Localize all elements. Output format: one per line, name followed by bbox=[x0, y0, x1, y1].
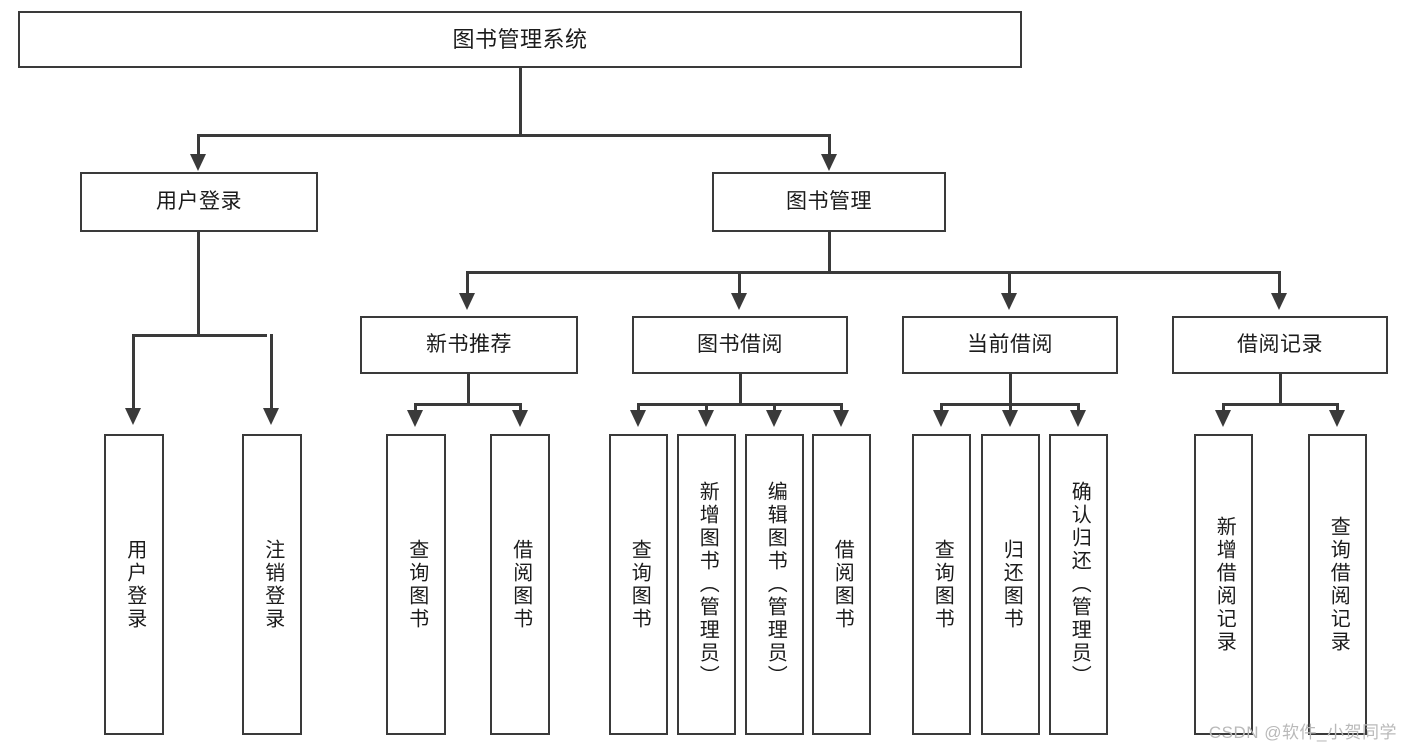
node-label: 借阅记录 bbox=[1237, 332, 1323, 356]
arrowhead-leaf-book-borrow-2 bbox=[766, 410, 782, 427]
connector-drop-leaf-book-borrow-2 bbox=[773, 403, 776, 413]
connector-new-book-bar bbox=[414, 403, 522, 406]
leaf-borrow-record-1[interactable]: 查询借阅记录 bbox=[1308, 434, 1367, 735]
node-label: 当前借阅 bbox=[967, 332, 1053, 356]
arrowhead-leaf-book-borrow-3 bbox=[833, 410, 849, 427]
connector-drop-leaf-current-borrow-1 bbox=[1009, 403, 1012, 413]
connector-book-borrow-bar bbox=[637, 403, 843, 406]
arrowhead-leaf-book-borrow-0 bbox=[630, 410, 646, 427]
connector-level1-bar bbox=[197, 134, 831, 137]
leaf-user-login-1[interactable]: 注销登录 bbox=[242, 434, 302, 735]
node-label: 图书管理系统 bbox=[452, 26, 588, 52]
leaf-borrow-record-0[interactable]: 新增借阅记录 bbox=[1194, 434, 1253, 735]
arrowhead-leaf-new-book-1 bbox=[512, 410, 528, 427]
leaf-current-borrow-2[interactable]: 确认归还（管理员） bbox=[1049, 434, 1108, 735]
node-label: 归还图书 bbox=[1000, 538, 1023, 631]
connector-user-login-bar bbox=[132, 334, 267, 337]
leaf-book-borrow-3[interactable]: 借阅图书 bbox=[812, 434, 871, 735]
connector-borrow-record-stem bbox=[1279, 374, 1282, 405]
arrowhead-level3-0 bbox=[459, 293, 475, 310]
connector-root-stem bbox=[519, 68, 522, 135]
connector-borrow-record-bar bbox=[1222, 403, 1339, 406]
leaf-current-borrow-0[interactable]: 查询图书 bbox=[912, 434, 971, 735]
node-label: 用户登录 bbox=[123, 538, 146, 631]
node-label: 注销登录 bbox=[261, 538, 284, 631]
arrowhead-level3-1 bbox=[731, 293, 747, 310]
connector-drop-leaf-current-borrow-2 bbox=[1077, 403, 1080, 413]
arrowhead-book-manage bbox=[821, 154, 837, 171]
leaf-new-book-recommend-1[interactable]: 借阅图书 bbox=[490, 434, 550, 735]
connector-drop-leaf-book-borrow-1 bbox=[705, 403, 708, 413]
arrowhead-leaf-current-borrow-0 bbox=[933, 410, 949, 427]
arrowhead-leaf-user-login-0 bbox=[125, 408, 141, 425]
node-book-management[interactable]: 图书管理 bbox=[712, 172, 946, 232]
connector-user-login-stem bbox=[197, 232, 200, 336]
node-label: 查询借阅记录 bbox=[1327, 515, 1350, 654]
node-label: 查询图书 bbox=[405, 538, 428, 631]
connector-drop-level3-3 bbox=[1278, 271, 1281, 295]
node-label: 用户登录 bbox=[156, 189, 242, 213]
node-user-login[interactable]: 用户登录 bbox=[80, 172, 318, 232]
arrowhead-leaf-borrow-record-0 bbox=[1215, 410, 1231, 427]
node-label: 查询图书 bbox=[931, 538, 954, 631]
node-book-borrow[interactable]: 图书借阅 bbox=[632, 316, 848, 374]
node-label: 借阅图书 bbox=[831, 538, 854, 631]
connector-drop-leaf-user-login-0 bbox=[132, 334, 135, 410]
connector-drop-level3-2 bbox=[1008, 271, 1011, 295]
leaf-book-borrow-2[interactable]: 编辑图书（管理员） bbox=[745, 434, 804, 735]
leaf-user-login-0[interactable]: 用户登录 bbox=[104, 434, 164, 735]
connector-drop-leaf-borrow-record-0 bbox=[1222, 403, 1225, 413]
node-label: 编辑图书（管理员） bbox=[764, 481, 787, 688]
connector-book-borrow-stem bbox=[739, 374, 742, 405]
arrowhead-leaf-book-borrow-1 bbox=[698, 410, 714, 427]
connector-drop-leaf-new-book-1 bbox=[519, 403, 522, 413]
arrowhead-leaf-current-borrow-2 bbox=[1070, 410, 1086, 427]
connector-new-book-stem bbox=[467, 374, 470, 405]
connector-drop-leaf-book-borrow-3 bbox=[840, 403, 843, 413]
node-label: 新书推荐 bbox=[426, 332, 512, 356]
connector-drop-book-manage bbox=[828, 134, 831, 156]
connector-current-borrow-stem bbox=[1009, 374, 1012, 405]
node-current-borrow[interactable]: 当前借阅 bbox=[902, 316, 1118, 374]
node-label: 借阅图书 bbox=[509, 538, 532, 631]
node-root-system[interactable]: 图书管理系统 bbox=[18, 11, 1022, 68]
node-label: 图书借阅 bbox=[697, 332, 783, 356]
connector-drop-leaf-borrow-record-1 bbox=[1336, 403, 1339, 413]
arrowhead-leaf-user-login-1 bbox=[263, 408, 279, 425]
connector-drop-level3-0 bbox=[466, 271, 469, 295]
connector-drop-leaf-user-login-1 bbox=[270, 334, 273, 410]
node-borrow-record[interactable]: 借阅记录 bbox=[1172, 316, 1388, 374]
connector-drop-leaf-new-book-0 bbox=[414, 403, 417, 413]
node-label: 确认归还（管理员） bbox=[1068, 481, 1091, 688]
leaf-book-borrow-0[interactable]: 查询图书 bbox=[609, 434, 668, 735]
connector-book-manage-stem bbox=[828, 232, 831, 273]
arrowhead-leaf-borrow-record-1 bbox=[1329, 410, 1345, 427]
node-new-book-recommend[interactable]: 新书推荐 bbox=[360, 316, 578, 374]
connector-level3-bar bbox=[466, 271, 1278, 274]
node-label: 新增借阅记录 bbox=[1213, 515, 1236, 654]
leaf-book-borrow-1[interactable]: 新增图书（管理员） bbox=[677, 434, 736, 735]
leaf-new-book-recommend-0[interactable]: 查询图书 bbox=[386, 434, 446, 735]
connector-drop-leaf-book-borrow-0 bbox=[637, 403, 640, 413]
node-label: 图书管理 bbox=[786, 189, 872, 213]
arrowhead-leaf-new-book-0 bbox=[407, 410, 423, 427]
connector-drop-level3-1 bbox=[738, 271, 741, 295]
arrowhead-leaf-current-borrow-1 bbox=[1002, 410, 1018, 427]
arrowhead-level3-2 bbox=[1001, 293, 1017, 310]
connector-drop-leaf-current-borrow-0 bbox=[940, 403, 943, 413]
connector-drop-user-login bbox=[197, 134, 200, 156]
arrowhead-level3-3 bbox=[1271, 293, 1287, 310]
node-label: 新增图书（管理员） bbox=[696, 481, 719, 688]
node-label: 查询图书 bbox=[628, 538, 651, 631]
arrowhead-user-login bbox=[190, 154, 206, 171]
leaf-current-borrow-1[interactable]: 归还图书 bbox=[981, 434, 1040, 735]
